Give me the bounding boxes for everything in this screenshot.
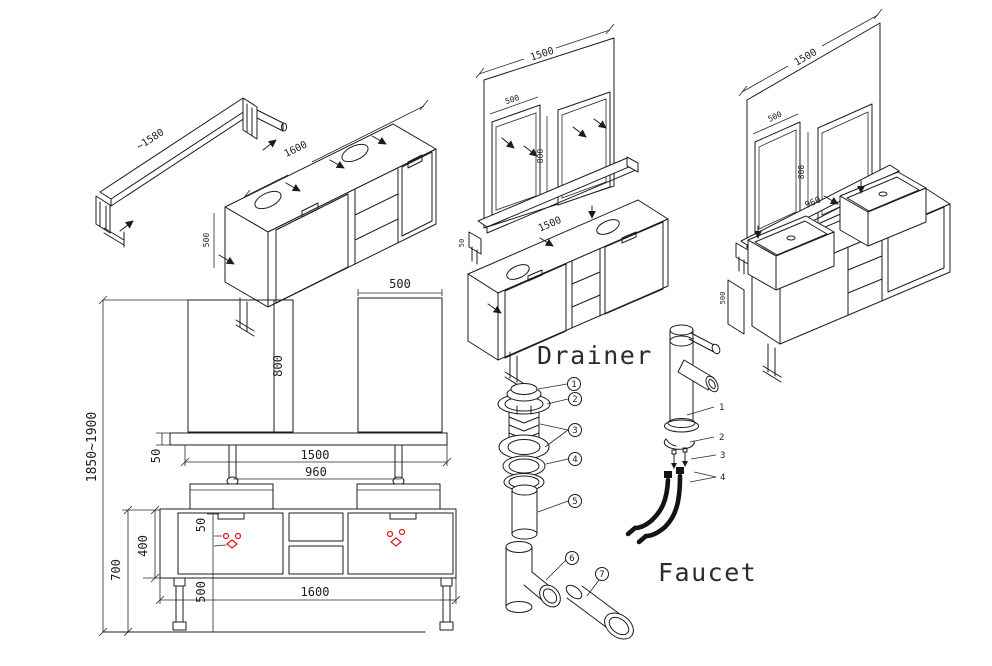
wall-mount-plate (468, 231, 482, 255)
callout-5: 5 (572, 497, 577, 507)
dim-shelf-thickness: 50 (149, 449, 163, 463)
dim-mirror-height: 800 (536, 149, 545, 164)
vessel-sink-left (747, 215, 835, 291)
faucet-hoses (625, 467, 684, 545)
drainer-ribbed-body (508, 405, 540, 441)
vessel-sink-right (356, 483, 441, 510)
dim-total-height: 1850~1900 (85, 412, 100, 482)
dim-cabinet-height: 500 (202, 233, 211, 248)
callout-2: 2 (572, 395, 577, 405)
callout-6: 6 (569, 554, 574, 564)
callout-2: 2 (719, 433, 724, 443)
faucet-callouts: 1 2 3 4 (686, 403, 725, 483)
cabinet-drawer-bottom (288, 545, 344, 575)
cabinet-door-left (275, 193, 349, 304)
door-knobs-right (386, 528, 406, 547)
hanging-bracket (762, 343, 782, 383)
view-front-elevation: 1850~1900 800 500 50 1500 960 (85, 277, 461, 637)
door-knobs-left (222, 532, 242, 549)
callout-3: 3 (572, 426, 577, 436)
hanging-bracket (235, 297, 255, 337)
view-mirror-unit-iso: 500 800 1500 50 1500 (458, 23, 669, 389)
dim-mirror-width: 500 (504, 93, 521, 106)
shelf (169, 432, 448, 446)
sink-hole (596, 219, 620, 235)
view-assembly-iso: 500 800 1500 960 500 (719, 8, 951, 383)
dim-cabinet-height: 500 (719, 292, 727, 305)
drainer-callouts: 1 2 3 4 5 6 7 (537, 377, 609, 597)
dim-rail-length: ~1580 (135, 127, 166, 153)
wall-hook (394, 444, 403, 479)
mirror-right (357, 297, 443, 433)
dim-mirror-height: 800 (797, 165, 806, 180)
callout-1: 1 (571, 380, 576, 390)
callout-7: 7 (599, 570, 604, 580)
dim-mirror-height: 800 (271, 355, 285, 377)
drainer-title: Drainer (537, 341, 653, 370)
sink-hole (341, 143, 369, 163)
callout-4: 4 (572, 455, 577, 465)
dim-cabinet-width: 1500 (537, 215, 563, 235)
sink-hole (506, 264, 530, 280)
dim-cabinet-width: 1600 (283, 140, 309, 160)
hanging-bracket (504, 351, 524, 389)
dim-cabinet-height: 400 (136, 535, 150, 557)
vessel-sink-left (189, 483, 274, 510)
drainer-outlet-pipe (565, 584, 634, 640)
open-door (727, 279, 745, 335)
faucet-body (664, 324, 721, 433)
drainer-exploded-view: Drainer (497, 341, 653, 640)
drainer-elbow (505, 541, 561, 613)
dim-cabinet-width: 1600 (301, 585, 330, 599)
mirror-left (187, 299, 275, 433)
faucet-bolts (671, 447, 688, 469)
rail-right-plate (242, 97, 258, 140)
callout-1: 1 (719, 403, 724, 413)
drainer-cap (497, 383, 551, 415)
cabinet-drawer-top (288, 512, 344, 542)
dim-rail-spacing: 960 (305, 465, 327, 479)
cabinet-body (159, 508, 457, 579)
dim-floor-height: 700 (109, 559, 123, 581)
cabinet-door-right (347, 512, 454, 575)
dim-shelf-width: 1500 (301, 448, 330, 462)
rail-left-plate (95, 195, 111, 234)
dim-knob-offset: 50 (194, 518, 208, 532)
drainer-tube (511, 484, 538, 540)
dim-leg-span: 500 (194, 581, 208, 603)
callout-3: 3 (720, 451, 725, 461)
mirror-divider (273, 299, 294, 433)
view-cabinet-iso: 500 1600 (202, 99, 437, 337)
wall-hook (228, 444, 237, 479)
vessel-sink-right (839, 171, 927, 247)
wall-mount-plate (735, 242, 749, 265)
dim-mirror-width: 500 (389, 277, 411, 291)
dim-mount: 50 (458, 239, 466, 247)
faucet-title: Faucet (658, 558, 757, 587)
callout-4: 4 (720, 473, 725, 483)
sink-hole (254, 190, 282, 210)
leg-right (439, 577, 454, 631)
faucet-washer (663, 438, 695, 450)
leg-left (172, 577, 187, 631)
faucet-exploded-view: 1 2 3 4 Faucet (625, 324, 757, 587)
